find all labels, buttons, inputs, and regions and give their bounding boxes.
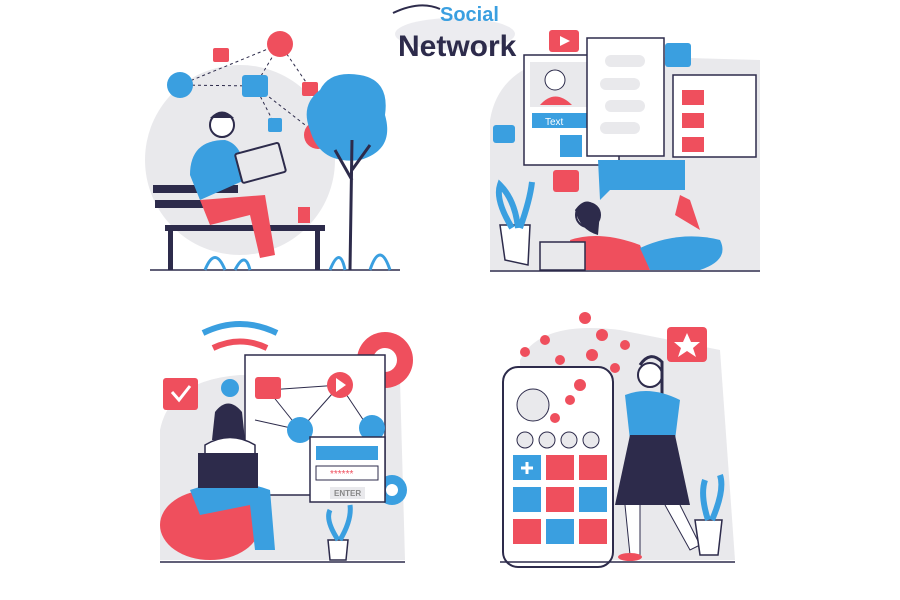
tree	[306, 74, 388, 161]
user-icon	[167, 72, 193, 98]
coffee-cup	[298, 207, 310, 223]
password-field: ******	[330, 469, 353, 480]
scene-woman-beanbag: ****** ENTER	[160, 321, 413, 563]
wifi-icon	[201, 321, 279, 336]
heart-icon	[359, 415, 385, 441]
heart-icon	[553, 170, 579, 192]
mail-icon	[242, 75, 268, 97]
laptop	[234, 142, 287, 184]
check-icon	[163, 378, 198, 410]
plant-pot	[499, 224, 531, 266]
mail-icon	[493, 125, 515, 143]
logo: Social Network	[392, 4, 517, 63]
user-icon	[287, 417, 313, 443]
speech-bubble	[598, 160, 685, 200]
scene-woman-lying: Text	[490, 30, 760, 272]
scene-man-on-bench	[145, 31, 400, 271]
like-icon	[268, 118, 282, 132]
mail-icon	[255, 377, 281, 399]
user-icon	[267, 31, 293, 57]
heart-icon	[302, 82, 318, 96]
logo-line1: Social	[440, 4, 499, 26]
logo-line2: Network	[398, 30, 517, 63]
hearts	[520, 312, 630, 423]
laptop	[539, 241, 586, 271]
plant-pot	[694, 519, 723, 556]
heart-icon	[213, 48, 229, 62]
laptop	[198, 453, 258, 488]
user-icon	[665, 43, 691, 67]
scene-woman-phone	[500, 312, 735, 568]
text-label: Text	[545, 117, 564, 128]
plant-pot	[327, 539, 349, 561]
photo-grid	[513, 455, 607, 544]
text-field	[532, 113, 594, 128]
bench	[153, 185, 325, 270]
enter-button: ENTER	[334, 489, 361, 498]
